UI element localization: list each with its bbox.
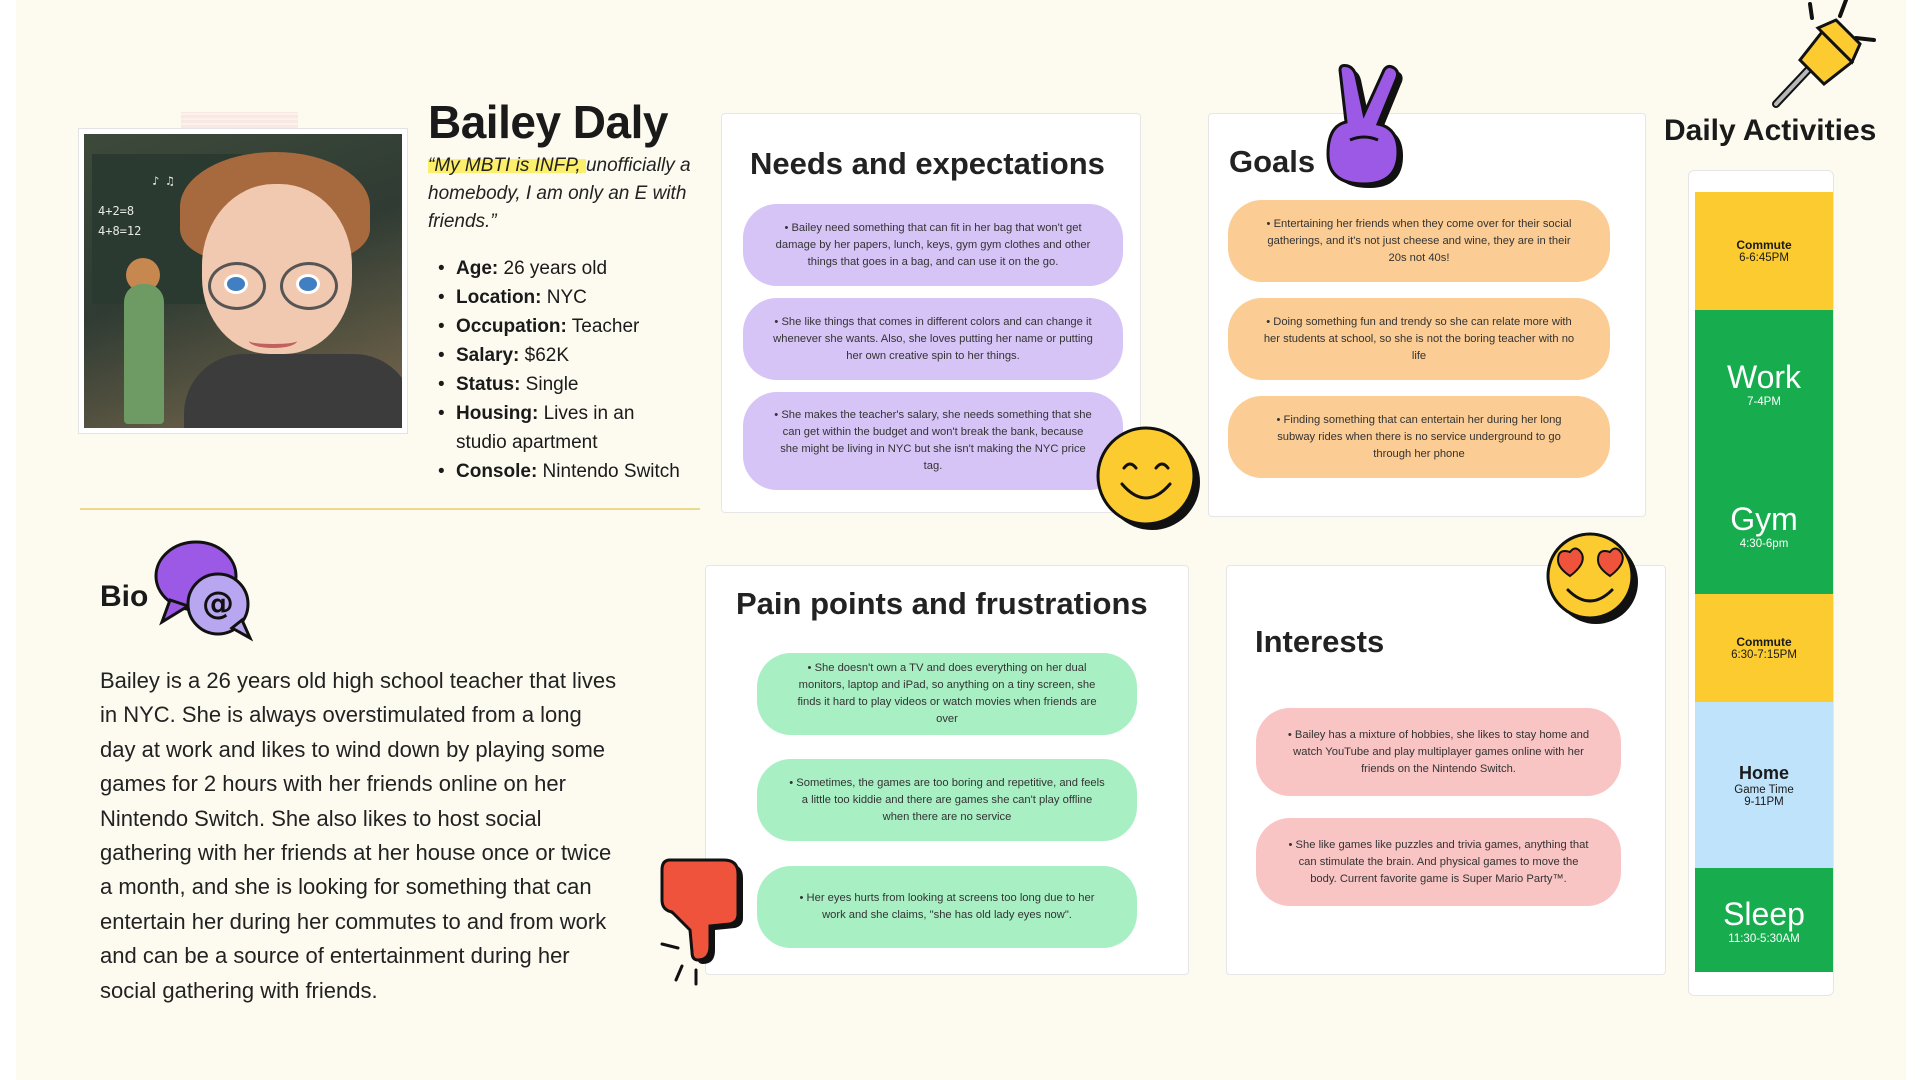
- fact-age: Age: 26 years old: [428, 254, 688, 283]
- goals-item: • Doing something fun and trendy so she …: [1228, 298, 1610, 380]
- svg-text:@: @: [202, 584, 234, 622]
- fact-salary: Salary: $62K: [428, 341, 688, 370]
- peace-hand-icon: [1326, 64, 1403, 188]
- pains-title: Pain points and frustrations: [736, 586, 1148, 621]
- pains-item: • Sometimes, the games are too boring an…: [757, 759, 1137, 841]
- fact-status: Status: Single: [428, 370, 688, 399]
- persona-name: Bailey Daly: [428, 96, 668, 148]
- activity-sleep: Sleep 11:30-5:30AM: [1695, 868, 1833, 972]
- pushpin-icon: [1772, 0, 1876, 108]
- heart-eyes-icon: [1546, 532, 1638, 624]
- profile-photo: 4+2=8 4+8=12 ♪ ♫: [78, 128, 408, 434]
- needs-item: • She like things that comes in differen…: [743, 298, 1123, 380]
- activity-commute-evening: Commute 6:30-7:15PM: [1695, 594, 1833, 702]
- bio-title: Bio: [100, 580, 149, 613]
- fact-location: Location: NYC: [428, 283, 688, 312]
- bio-text: Bailey is a 26 years old high school tea…: [100, 668, 617, 1003]
- pains-item: • Her eyes hurts from looking at screens…: [757, 866, 1137, 948]
- activity-commute-morning: Commute 6-6:45PM: [1695, 192, 1833, 310]
- chat-bubble-at-icon: @: [154, 540, 254, 642]
- interests-item: • She like games like puzzles and trivia…: [1256, 818, 1621, 906]
- pains-item: • She doesn't own a TV and does everythi…: [757, 653, 1137, 735]
- activity-work: Work 7-4PM: [1695, 310, 1833, 456]
- goals-item: • Entertaining her friends when they com…: [1228, 200, 1610, 282]
- fact-housing: Housing: Lives in an studio apartment: [428, 399, 688, 457]
- section-divider: [80, 508, 700, 510]
- activity-home: Home Game Time 9-11PM: [1695, 702, 1833, 868]
- quote-rest: unofficially a homebody, I am only an E …: [428, 155, 691, 232]
- persona-facts: Age: 26 years old Location: NYC Occupati…: [428, 254, 688, 486]
- goals-item: • Finding something that can entertain h…: [1228, 396, 1610, 478]
- needs-item: • Bailey need something that can fit in …: [743, 204, 1123, 286]
- goals-title: Goals: [1229, 144, 1316, 179]
- fact-console: Console: Nintendo Switch: [428, 457, 688, 486]
- needs-title: Needs and expectations: [750, 146, 1105, 181]
- persona-quote: “My MBTI is INFP, unofficially a homebod…: [428, 152, 718, 236]
- interests-item: • Bailey has a mixture of hobbies, she l…: [1256, 708, 1621, 796]
- activity-gym: Gym 4:30-6pm: [1695, 456, 1833, 594]
- thumbs-down-icon: [660, 858, 743, 986]
- interests-title: Interests: [1255, 624, 1385, 659]
- quote-highlight: “My MBTI is INFP,: [428, 155, 586, 176]
- needs-item: • She makes the teacher's salary, she ne…: [743, 392, 1123, 490]
- daily-activities-title: Daily Activities: [1664, 114, 1877, 147]
- smiley-icon: [1096, 426, 1200, 530]
- fact-occupation: Occupation: Teacher: [428, 312, 688, 341]
